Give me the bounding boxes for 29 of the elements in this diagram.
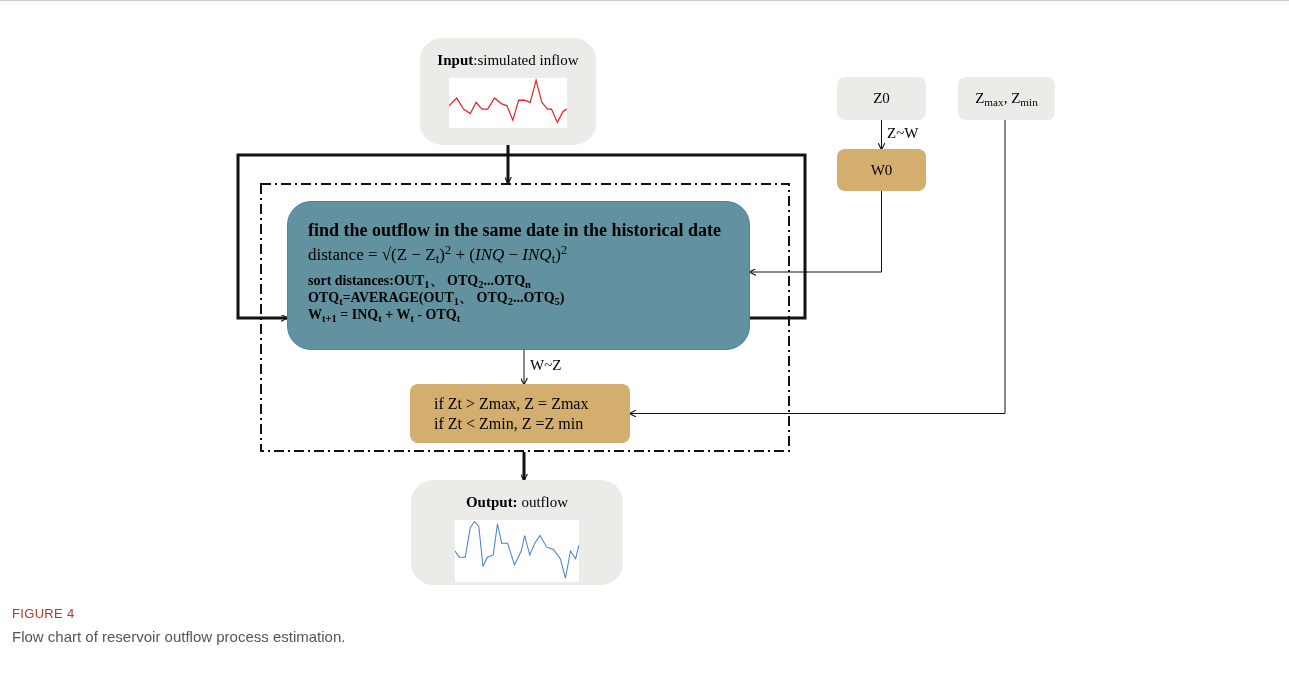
node-text: W$_{t+1}$ = INQ$_{t}$ + W$_{t}$ - OTQ$_{t}$ <box>308 306 462 323</box>
node-text: if Zt > Zmax, Z = Zmax <box>433 393 589 414</box>
arrow <box>628 119 1006 418</box>
arrow <box>519 349 529 386</box>
caption: Flow chart of reservoir outflow process estimation. <box>12 627 346 647</box>
arrow <box>236 153 807 323</box>
node-text: OTQ$_{t}$=AVERAGE(OUT$_{1}$、 OTQ$_{2}$...OTQ$_{5}$) <box>308 289 566 306</box>
io-box <box>420 38 596 145</box>
node-text: Input:simulated inflow <box>437 51 579 70</box>
figure-number: FIGURE 4 <box>12 605 75 623</box>
node-text: find the outflow in the same date in the historical date <box>308 219 722 242</box>
node-text: Z$_{max}$, Z$_{min}$ <box>975 89 1038 110</box>
input-box <box>958 77 1055 120</box>
node-text: if Zt < Zmin, Z =Z min <box>433 413 584 434</box>
io-box <box>411 480 623 585</box>
arrow <box>748 190 882 277</box>
node-text: Z0 <box>873 89 890 109</box>
arrow <box>519 452 529 482</box>
process-box <box>287 201 750 350</box>
arrow <box>877 119 886 151</box>
loop-frame <box>260 183 790 452</box>
process-box <box>410 384 630 443</box>
node-text: Output: outflow <box>465 493 569 512</box>
process-box <box>837 149 926 191</box>
arrow <box>503 145 513 185</box>
node-text: sort distances:OUT$_{1}$、 OTQ$_{2}$...OTQ$_{n}$ <box>308 272 532 289</box>
node-text: W0 <box>870 160 893 180</box>
formula: distance = √(Z − Z$_{t}$)$^{2}$ + (INQ − INQ$_{t}$)$^{2}$ <box>308 242 569 268</box>
input-box <box>837 77 926 120</box>
